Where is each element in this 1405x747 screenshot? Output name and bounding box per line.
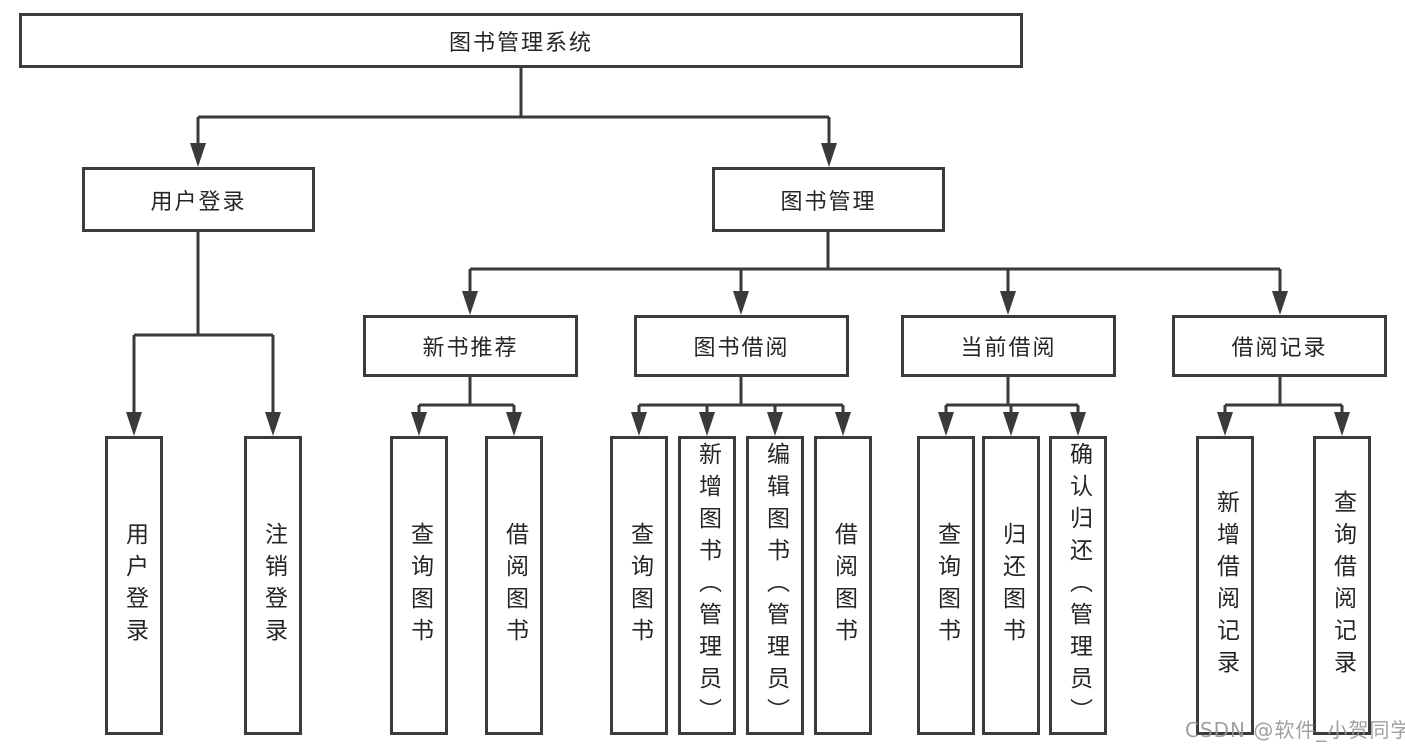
arrowhead-leaf-add-borrow-record [1217, 412, 1233, 436]
watermark: CSDN @软件_小贺同学 [1185, 718, 1405, 742]
node-leaf-add-books-admin: 新增图书（管理员） [678, 436, 736, 735]
arrowhead-user-login [190, 143, 206, 167]
node-leaf-query-books-1-label: 查询图书 [406, 521, 433, 650]
node-book-borrowing: 图书借阅 [634, 315, 849, 377]
node-book-management: 图书管理 [712, 167, 945, 232]
arrowhead-new-book-recommend [462, 291, 478, 315]
node-leaf-borrow-books-2-label: 借阅图书 [830, 521, 857, 650]
arrowhead-borrow-records [1272, 291, 1288, 315]
arrowhead-leaf-add-books [699, 412, 715, 436]
connector-new-book-recommend-children [417, 377, 516, 415]
node-user-login-label: 用户登录 [150, 189, 247, 215]
node-leaf-query-books-3: 查询图书 [917, 436, 975, 735]
node-book-borrowing-label: 图书借阅 [693, 336, 790, 361]
arrowhead-leaf-return-books [1003, 412, 1019, 436]
node-current-borrowing: 当前借阅 [901, 315, 1116, 377]
connector-book-management-children [468, 232, 1282, 294]
node-leaf-borrow-books-1: 借阅图书 [485, 436, 543, 735]
node-leaf-logout-label: 注销登录 [260, 521, 287, 650]
arrowhead-leaf-edit-books [767, 412, 783, 436]
node-leaf-edit-books-admin-label: 编辑图书（管理员） [762, 441, 789, 730]
node-current-borrowing-label: 当前借阅 [960, 336, 1057, 361]
arrowhead-leaf-query-books-2 [631, 412, 647, 436]
node-leaf-add-books-admin-label: 新增图书（管理员） [694, 441, 721, 730]
node-leaf-query-books-2-label: 查询图书 [626, 521, 653, 650]
node-leaf-logout: 注销登录 [244, 436, 302, 735]
connector-root-to-level2 [196, 68, 831, 146]
arrowhead-leaf-user-login [126, 412, 142, 436]
connector-user-login-children [132, 232, 275, 415]
node-leaf-user-login: 用户登录 [105, 436, 163, 735]
arrowhead-current-borrowing [1000, 291, 1016, 315]
node-leaf-borrow-books-2: 借阅图书 [814, 436, 872, 735]
connector-borrow-records-children [1223, 377, 1344, 415]
node-book-management-label: 图书管理 [780, 189, 877, 215]
node-leaf-return-books-label: 归还图书 [998, 521, 1025, 650]
node-leaf-return-books: 归还图书 [982, 436, 1040, 735]
node-leaf-borrow-books-1-label: 借阅图书 [501, 521, 528, 650]
arrowhead-leaf-confirm-return [1070, 412, 1086, 436]
node-leaf-query-books-3-label: 查询图书 [933, 521, 960, 650]
node-borrow-records: 借阅记录 [1172, 315, 1387, 377]
arrowhead-leaf-query-borrow-record [1334, 412, 1350, 436]
connector-current-borrowing-children [944, 377, 1080, 415]
node-leaf-confirm-return-admin-label: 确认归还（管理员） [1065, 441, 1092, 730]
arrowhead-book-management [821, 143, 837, 167]
node-leaf-edit-books-admin: 编辑图书（管理员） [746, 436, 804, 735]
node-user-login: 用户登录 [82, 167, 315, 232]
node-leaf-confirm-return-admin: 确认归还（管理员） [1049, 436, 1107, 735]
node-leaf-add-borrow-record-label: 新增借阅记录 [1212, 489, 1239, 682]
node-leaf-user-login-label: 用户登录 [121, 521, 148, 650]
node-borrow-records-label: 借阅记录 [1231, 336, 1328, 361]
node-new-book-recommend-label: 新书推荐 [422, 336, 519, 361]
node-root-label: 图书管理系统 [448, 30, 593, 56]
arrowhead-leaf-borrow-books-2 [835, 412, 851, 436]
node-leaf-add-borrow-record: 新增借阅记录 [1196, 436, 1254, 735]
arrowhead-leaf-logout [265, 412, 281, 436]
node-leaf-query-borrow-record: 查询借阅记录 [1313, 436, 1371, 735]
node-new-book-recommend: 新书推荐 [363, 315, 578, 377]
node-root: 图书管理系统 [19, 13, 1023, 68]
connector-book-borrowing-children [637, 377, 845, 415]
arrowhead-leaf-query-books-3 [938, 412, 954, 436]
arrowhead-book-borrowing [733, 291, 749, 315]
arrowhead-leaf-query-books-1 [411, 412, 427, 436]
arrowhead-leaf-borrow-books-1 [506, 412, 522, 436]
node-leaf-query-books-1: 查询图书 [390, 436, 448, 735]
node-leaf-query-books-2: 查询图书 [610, 436, 668, 735]
node-leaf-query-borrow-record-label: 查询借阅记录 [1329, 489, 1356, 682]
